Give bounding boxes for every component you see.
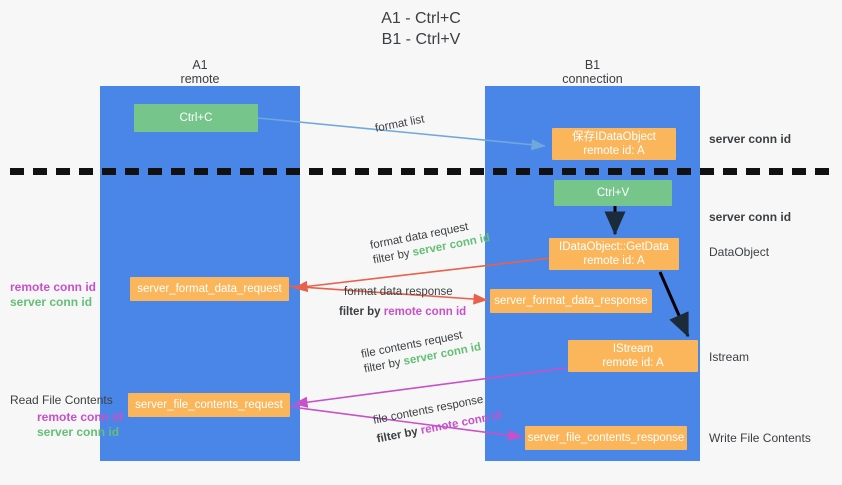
remote-conn-id-token: remote conn id — [383, 306, 467, 318]
box-server-format-data-response[interactable]: server_format_data_response — [490, 289, 652, 313]
box-server-file-contents-response-label: server_file_contents_response — [527, 432, 685, 444]
column-b1-subtitle: connection — [562, 72, 623, 86]
caption-format-data-response-filter: filter by remote conn id — [339, 305, 466, 320]
caption-format-data-response-text: format data response — [344, 286, 453, 298]
box-server-file-contents-response[interactable]: server_file_contents_response — [525, 426, 687, 450]
box-getdata[interactable]: IDataObject::GetData remote id: A — [549, 238, 679, 270]
box-ctrl-v[interactable]: Ctrl+V — [554, 180, 672, 206]
column-a1-subtitle: remote — [180, 72, 220, 86]
label-server-conn-id-2: server conn id — [37, 425, 120, 439]
caption-file-contents-request: file contents request filter by server c… — [360, 325, 482, 377]
title-line-2: B1 - Ctrl+V — [381, 31, 461, 48]
caption-format-list-text: format list — [374, 113, 426, 135]
box-store-idataobject[interactable]: 保存IDataObject remote id: A — [552, 128, 676, 160]
column-header-b1: B1 connection — [485, 58, 700, 86]
label-server-conn-id-mid: server conn id — [709, 210, 792, 224]
label-dataobject: DataObject — [709, 245, 770, 259]
label-remote-conn-id-2: remote conn id — [37, 410, 124, 424]
box-istream[interactable]: IStream remote id: A — [568, 340, 698, 372]
column-a1-name: A1 — [192, 58, 208, 72]
filter-by-label-2: filter by — [339, 306, 384, 318]
caption-format-list: format list — [374, 112, 426, 136]
box-server-format-data-request-label: server_format_data_request — [137, 283, 282, 295]
label-istream: Istream — [709, 350, 750, 364]
label-group-read-file-contents: Read File Contents remote conn id server… — [10, 393, 123, 440]
label-write-file-contents: Write File Contents — [709, 431, 811, 445]
dashed-separator — [10, 168, 832, 175]
box-istream-sub: remote id: A — [602, 357, 664, 369]
box-server-format-data-response-label: server_format_data_response — [494, 295, 648, 307]
label-server-conn-id-1: server conn id — [10, 295, 93, 309]
label-group-conn-ids-top: remote conn id server conn id — [10, 280, 96, 310]
filter-by-label-4: filter by — [375, 425, 423, 446]
title-line-1: A1 - Ctrl+C — [381, 10, 461, 27]
box-server-file-contents-request-label: server_file_contents_request — [135, 399, 283, 411]
box-store-idataobject-label: 保存IDataObject — [572, 131, 656, 143]
box-server-format-data-request[interactable]: server_format_data_request — [130, 277, 289, 301]
caption-format-data-response: format data response filter by remote co… — [339, 285, 466, 320]
box-store-idataobject-sub: remote id: A — [583, 145, 645, 157]
box-ctrl-c-label: Ctrl+C — [179, 112, 213, 124]
box-istream-label: IStream — [612, 343, 654, 355]
caption-format-data-request: format data request filter by server con… — [369, 216, 491, 268]
box-getdata-sub: remote id: A — [583, 255, 645, 267]
caption-file-contents-response: file contents response filter by remote … — [372, 390, 503, 448]
column-header-a1: A1 remote — [100, 58, 300, 86]
box-ctrl-v-label: Ctrl+V — [596, 187, 630, 199]
box-ctrl-c[interactable]: Ctrl+C — [134, 104, 258, 132]
box-getdata-label: IDataObject::GetData — [559, 241, 669, 253]
page-title: A1 - Ctrl+C B1 - Ctrl+V — [0, 8, 842, 50]
label-remote-conn-id-1: remote conn id — [10, 280, 97, 294]
label-server-conn-id-top: server conn id — [709, 132, 792, 146]
column-b1-name: B1 — [584, 58, 601, 72]
label-read-file-contents: Read File Contents — [10, 393, 113, 407]
box-server-file-contents-request[interactable]: server_file_contents_request — [128, 393, 290, 417]
